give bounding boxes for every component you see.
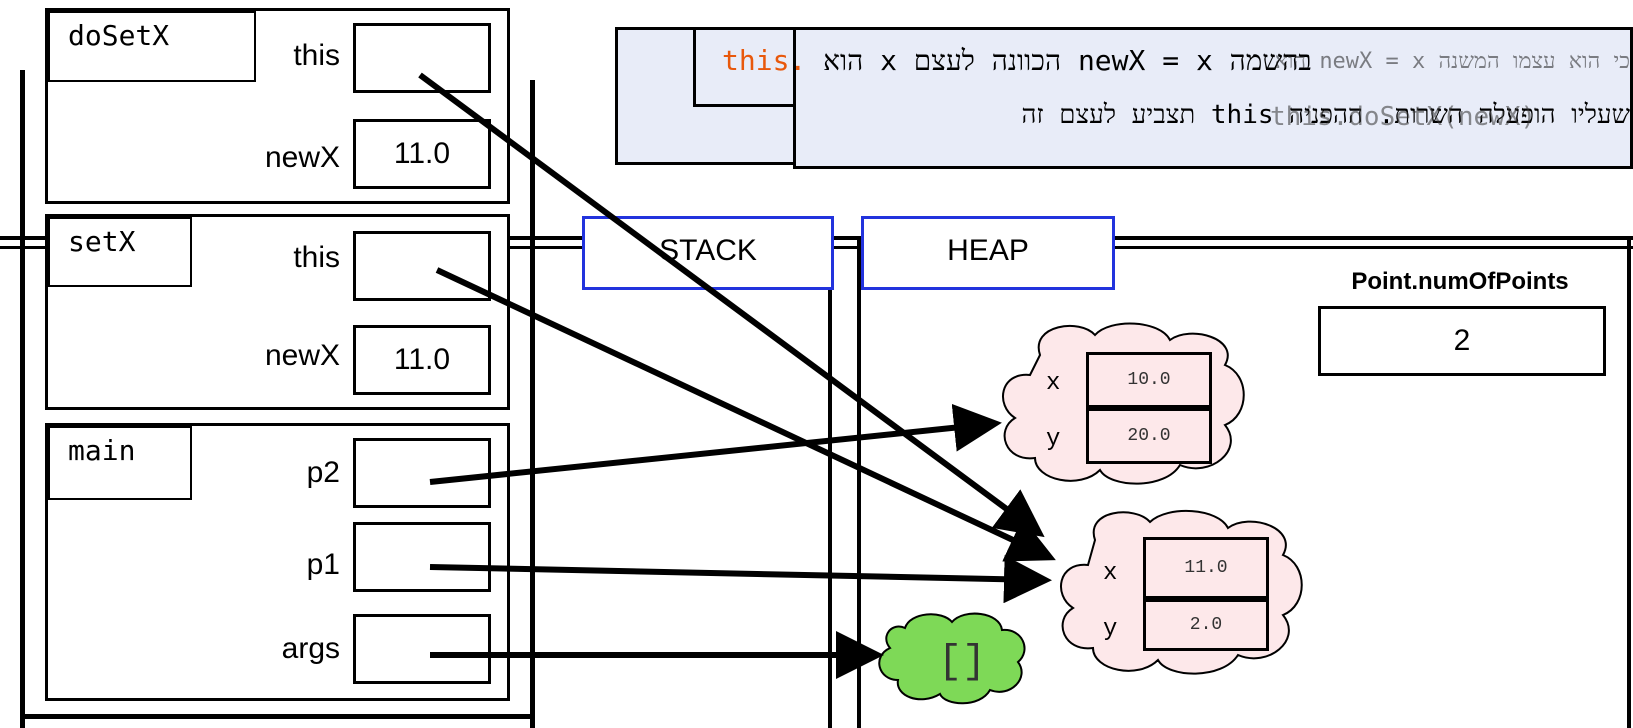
- heap-args-array-value: []: [937, 640, 986, 685]
- callout-overlay-code: this.doSetX(newX): [1270, 102, 1537, 132]
- frame-method-name: main: [48, 426, 192, 500]
- frame-method-name: setX: [48, 217, 192, 287]
- heap-p1-y-label: y: [1103, 616, 1118, 643]
- callout-line1: this. בהשמה newX = x הכוונה לעצם x הוא: [722, 44, 1633, 78]
- memory-right-border: [1627, 236, 1631, 728]
- var-box-args: [353, 614, 491, 684]
- var-label-args: args: [281, 632, 340, 665]
- heap-p2-x-cell: 10.0: [1086, 352, 1212, 408]
- var-label-this: this: [293, 39, 340, 72]
- var-label-newx: newX: [264, 339, 340, 372]
- frame-method-name: doSetX: [48, 11, 256, 82]
- heap-p1-y-cell: 2.0: [1143, 599, 1269, 651]
- var-label-newx: newX: [264, 141, 340, 174]
- var-label-p2: p2: [306, 456, 340, 489]
- static-field-box: 2: [1318, 306, 1606, 376]
- stack-bottom-border: [20, 714, 535, 719]
- callout-line1-text: בהשמה newX = x הכוונה לעצם x הוא: [823, 44, 1312, 77]
- heap-p2-y-label: y: [1046, 426, 1061, 453]
- callout-overlay-line: כי הוא עצמו המשנה newX = x הוא: [1274, 49, 1630, 74]
- var-label-p1: p1: [306, 548, 340, 581]
- heap-p1-x-cell: 11.0: [1143, 537, 1269, 599]
- callout-line2: שעליו הופעלה השרות. ההפניה this תצביע לע…: [1021, 100, 1630, 130]
- callout-keyword-this: this.: [722, 44, 807, 77]
- stack-outer-left-rail: [20, 70, 25, 728]
- var-label-this: this: [293, 241, 340, 274]
- heap-p1-x-label: x: [1103, 560, 1118, 587]
- heap-p2-y-cell: 20.0: [1086, 408, 1212, 464]
- heap-p2-x-label: x: [1046, 370, 1061, 397]
- static-field-label: Point.numOfPoints: [1351, 268, 1569, 295]
